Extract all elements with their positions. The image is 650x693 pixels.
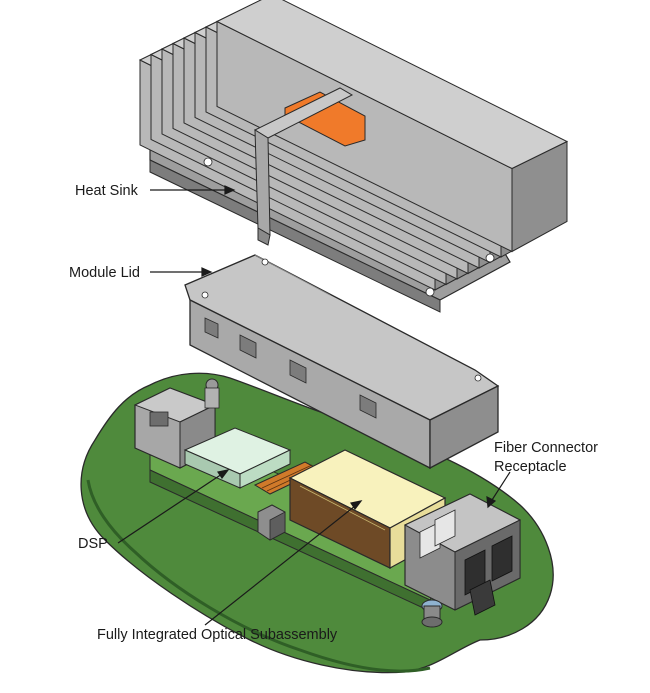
heat-sink-holes	[203, 157, 495, 297]
label-dsp: DSP	[78, 536, 108, 552]
pcb-edge	[86, 479, 431, 673]
heat-sink-fin	[215, 0, 569, 170]
fiber-connector-receptacle	[403, 493, 522, 616]
module-lid	[184, 254, 500, 470]
label-heat-sink: Heat Sink	[75, 183, 139, 199]
dsp-chip	[183, 427, 292, 489]
heat-sink-fins	[138, 0, 569, 291]
label-fiber-connector-line1: Fiber Connector	[494, 440, 598, 456]
label-module-lid: Module Lid	[69, 265, 140, 281]
leader-lines	[117, 185, 511, 626]
heat-sink-clip	[253, 87, 354, 246]
label-optical-subassembly: Fully Integrated Optical Subassembly	[97, 627, 338, 643]
callout-labels: Heat Sink Module Lid Fiber Connector Rec…	[69, 183, 598, 643]
board-clip	[257, 504, 286, 541]
mounting-screw	[421, 599, 443, 628]
label-fiber-connector-line2: Receptacle	[494, 459, 567, 475]
